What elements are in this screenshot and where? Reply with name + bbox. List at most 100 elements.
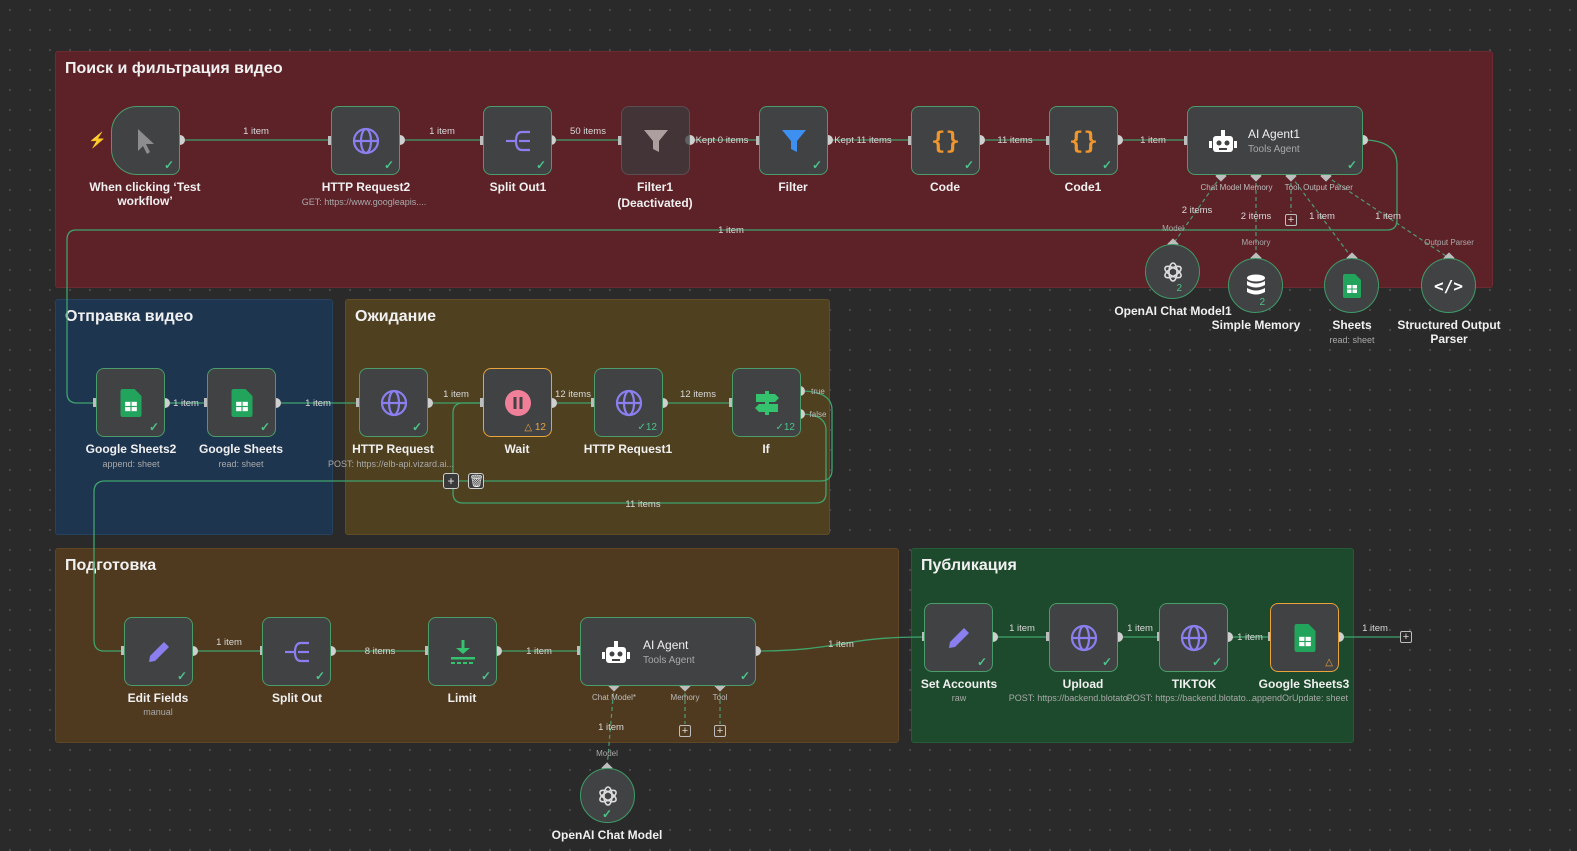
add-tool-button[interactable]: +: [1285, 214, 1297, 226]
edge-tag: Model: [1162, 224, 1184, 233]
agent-subtitle: Tools Agent: [1248, 144, 1300, 155]
node-if[interactable]: ✓12: [732, 368, 801, 437]
node-label: Edit Fields: [127, 691, 189, 705]
node-sheets-tool[interactable]: [1324, 258, 1379, 313]
node-set-accounts[interactable]: ✓: [924, 603, 993, 672]
node-label: Wait: [504, 442, 530, 456]
add-memory-button[interactable]: +: [679, 725, 691, 737]
signpost-icon: [754, 390, 779, 415]
edge-label: 1 item: [305, 398, 331, 409]
node-label: Structured Output: [1397, 318, 1501, 332]
node-upload[interactable]: ✓: [1049, 603, 1118, 672]
agent-title: AI Agent1: [1248, 127, 1301, 141]
node-openai-chat-model1[interactable]: 2: [1145, 244, 1200, 299]
port-label: Chat Model*: [592, 693, 636, 702]
google-sheets-icon: [231, 388, 252, 417]
node-google-sheets[interactable]: ✓: [207, 368, 276, 437]
edge-label: 2 items: [1241, 211, 1272, 222]
node-subtitle: read: sheet: [218, 459, 264, 469]
node-label: HTTP Request2: [321, 180, 411, 194]
openai-icon: [1163, 261, 1182, 282]
if-false-label: false: [810, 410, 827, 419]
code-tag-icon: </>: [1434, 276, 1463, 295]
node-edit-fields[interactable]: ✓: [124, 617, 193, 686]
group-title: Публикация: [921, 557, 1017, 574]
node-split-out[interactable]: ✓: [262, 617, 331, 686]
node-filter[interactable]: ✓: [759, 106, 828, 175]
warning-count: △ 12: [524, 422, 546, 433]
success-check-icon: ✓: [1101, 158, 1112, 172]
success-check-icon: ✓: [601, 807, 612, 821]
node-subtitle: POST: https://backend.blotato...: [1008, 693, 1136, 703]
node-label: TIKTOK: [1171, 677, 1217, 691]
node-code[interactable]: {} ✓: [911, 106, 980, 175]
port-label: Memory: [671, 693, 700, 702]
node-label: Filter: [778, 180, 808, 194]
edge-label: 1 item: [216, 637, 242, 648]
openai-icon: [598, 785, 617, 806]
edge-label: 1 item: [1375, 211, 1401, 222]
edge-label: 1 item: [1009, 623, 1035, 634]
cursor-icon: [137, 128, 154, 154]
split-icon: [284, 641, 309, 662]
success-check-icon: ✓: [314, 669, 325, 683]
node-limit[interactable]: ✓: [428, 617, 497, 686]
add-node-button[interactable]: +: [443, 473, 459, 489]
google-sheets-icon: [1342, 273, 1361, 298]
node-structured-output-parser[interactable]: </>: [1421, 258, 1476, 313]
node-http-request[interactable]: ✓: [359, 368, 428, 437]
node-label: Sheets: [1332, 318, 1372, 332]
node-subtitle: appendOrUpdate: sheet: [1251, 693, 1349, 703]
node-split-out1[interactable]: ✓: [483, 106, 552, 175]
node-label: Limit: [447, 691, 477, 705]
node-label: If: [762, 442, 770, 456]
node-subtitle: GET: https://www.googleapis....: [301, 197, 427, 207]
edge-label: 1 item: [828, 639, 854, 650]
node-openai-chat-model[interactable]: ✓: [580, 768, 635, 823]
globe-icon: [352, 127, 379, 154]
node-label: Google Sheets: [198, 442, 284, 456]
group-title: Отправка видео: [65, 308, 194, 325]
node-subtitle: raw: [951, 693, 967, 703]
pencil-icon: [948, 627, 969, 648]
success-check-icon: ✓: [963, 158, 974, 172]
node-simple-memory[interactable]: 2: [1228, 258, 1283, 313]
node-label-line2: Parser: [1430, 332, 1468, 346]
node-code1[interactable]: {} ✓: [1049, 106, 1118, 175]
node-filter1-deactivated[interactable]: [621, 106, 690, 175]
success-check-icon: ✓: [1101, 655, 1112, 669]
edge-label: 1 item: [1237, 632, 1263, 643]
node-ai-agent1[interactable]: AI Agent1 Tools Agent ✓: [1187, 106, 1363, 175]
funnel-icon: [643, 129, 668, 152]
node-http-request1[interactable]: ✓12: [594, 368, 663, 437]
edge-label: 1 item: [526, 646, 552, 657]
edge-label: 12 items: [680, 389, 716, 400]
google-sheets-icon: [1294, 623, 1315, 652]
node-tiktok[interactable]: ✓: [1159, 603, 1228, 672]
node-label: Split Out1: [489, 180, 547, 194]
add-tool-button[interactable]: +: [714, 725, 726, 737]
robot-icon: [602, 641, 630, 663]
node-http-request2[interactable]: ✓: [331, 106, 400, 175]
edge-label: 1 item: [598, 722, 624, 733]
edge-label: 1 item: [1362, 623, 1388, 634]
add-next-node-button[interactable]: +: [1400, 631, 1412, 643]
run-count: 12: [645, 422, 657, 433]
globe-icon: [380, 389, 407, 416]
node-subtitle: manual: [143, 707, 173, 717]
node-label: Google Sheets3: [1258, 677, 1350, 691]
edge-label: 11 items: [997, 135, 1032, 146]
node-google-sheets3[interactable]: △: [1270, 603, 1339, 672]
pause-icon: [504, 389, 531, 416]
port-label: Memory: [1244, 183, 1273, 192]
node-wait[interactable]: △ 12: [483, 368, 552, 437]
node-manual-trigger[interactable]: ✓: [111, 106, 180, 175]
node-google-sheets2[interactable]: ✓: [96, 368, 165, 437]
trash-icon[interactable]: 🗑: [468, 473, 485, 489]
edge-label: Kept 11 items: [834, 135, 892, 146]
globe-icon: [1070, 624, 1097, 651]
warning-icon: △: [1325, 657, 1333, 668]
node-ai-agent[interactable]: AI Agent Tools Agent ✓: [580, 617, 756, 686]
run-count: 2: [1176, 283, 1182, 294]
port-label: Output Parser: [1303, 183, 1353, 192]
